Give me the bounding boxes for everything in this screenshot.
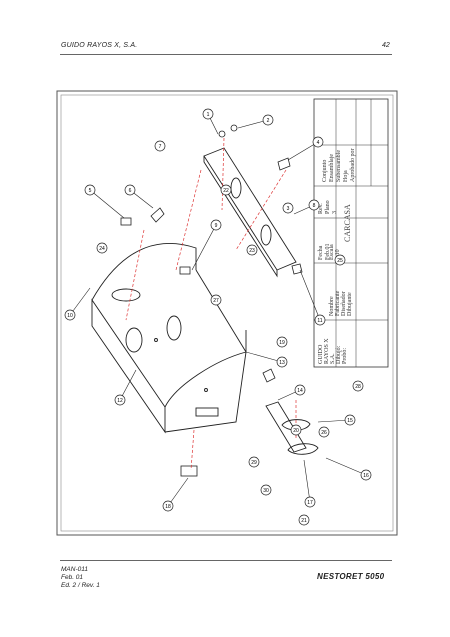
product-name: NESTORET 5050 xyxy=(317,572,385,581)
title-block-text: Plano xyxy=(325,200,331,214)
callout-balloon xyxy=(124,184,136,196)
assembly-lines xyxy=(125,137,297,471)
callout-balloon xyxy=(304,496,316,508)
callout-number: 15 xyxy=(347,418,353,424)
callout-balloon xyxy=(162,500,174,512)
title-block-text: Aprobado por xyxy=(350,149,356,183)
callout-balloon xyxy=(314,314,326,326)
part-name: CARCASA xyxy=(343,204,352,242)
title-block-text: Fecha xyxy=(318,245,324,260)
leader-lines xyxy=(69,113,367,507)
company-name: GUIDO RAYOS X, S.A. xyxy=(61,42,138,49)
title-block-text: GUIDO xyxy=(318,344,324,364)
callout-number: 26 xyxy=(321,430,327,436)
callout-balloon xyxy=(334,254,346,266)
callout-balloon xyxy=(210,294,222,306)
title-block-text: S.A. xyxy=(330,353,336,364)
callout-number: 2 xyxy=(267,118,270,124)
callout-number: 3 xyxy=(287,206,290,212)
callout-balloon xyxy=(318,426,330,438)
callout-number: 10 xyxy=(67,313,73,319)
callout-balloon xyxy=(64,309,76,321)
housing-part xyxy=(91,243,247,434)
callout-number: 8 xyxy=(313,203,316,209)
title-block-text: Fabricante xyxy=(335,290,341,316)
top-plate-part xyxy=(203,147,297,278)
title-block-text: Ensamblaje xyxy=(329,154,335,182)
callout-number: 6 xyxy=(129,188,132,194)
callout-number: 21 xyxy=(301,518,307,524)
callout-balloon xyxy=(220,184,232,196)
callout-balloon xyxy=(84,184,96,196)
callout-balloon xyxy=(308,199,320,211)
title-block-text: 1:10 xyxy=(335,249,341,260)
callout-number: 1 xyxy=(207,112,210,118)
title-block-text: Hoja xyxy=(343,170,349,182)
title-block-text: Probó: xyxy=(342,348,348,364)
header-rule xyxy=(60,54,392,55)
callout-number: 30 xyxy=(263,488,269,494)
callout-number: 25 xyxy=(337,258,343,264)
title-block-text: Diseñador xyxy=(341,291,347,316)
callout-balloon xyxy=(260,484,272,496)
title-block-text: Escala xyxy=(329,244,335,260)
callout-balloon xyxy=(246,244,258,256)
title-block-text: Feb.01 xyxy=(325,244,331,261)
callout-number: 23 xyxy=(249,248,255,254)
callout-number: 9 xyxy=(215,223,218,229)
side-plate-part xyxy=(265,401,319,455)
callout-number: 22 xyxy=(223,188,229,194)
callout-number: 28 xyxy=(355,384,361,390)
callout-number: 7 xyxy=(159,144,162,150)
callout-balloon xyxy=(294,384,306,396)
callout-number: 17 xyxy=(307,500,313,506)
title-block-text: RAYOS X xyxy=(324,338,330,364)
title-block-text: Conjunto xyxy=(322,160,328,182)
small-parts xyxy=(120,124,303,477)
callout-number: 14 xyxy=(297,388,303,394)
callout-balloon xyxy=(352,380,364,392)
callout-balloon xyxy=(248,456,260,468)
callout-balloon xyxy=(262,114,274,126)
callout-balloon xyxy=(276,356,288,368)
callout-number: 13 xyxy=(279,360,285,366)
callout-balloon xyxy=(344,414,356,426)
callout-number: 24 xyxy=(99,246,105,252)
callout-number: 12 xyxy=(117,398,123,404)
callout-balloon xyxy=(210,219,222,231)
callout-balloon xyxy=(276,336,288,348)
doc-edition: Ed. 2 / Rev. 1 xyxy=(61,582,100,589)
callout-balloon xyxy=(202,108,214,120)
callout-balloon xyxy=(114,394,126,406)
callout-number: 4 xyxy=(317,140,320,146)
title-block-text: Dibujante xyxy=(347,292,353,316)
footer-rule xyxy=(60,560,392,561)
title-block-text: Subensamble xyxy=(336,150,342,182)
callout-number: 19 xyxy=(279,340,285,346)
doc-date: Feb. 01 xyxy=(61,574,84,581)
callout-balloon xyxy=(360,469,372,481)
title-block-text: 3 xyxy=(332,211,338,214)
callout-balloon xyxy=(298,514,310,526)
callout-balloon xyxy=(312,136,324,148)
callout-number: 5 xyxy=(89,188,92,194)
title-block-text: Rev. xyxy=(318,203,324,214)
doc-code: MAN-011 xyxy=(61,566,88,573)
callout-number: 20 xyxy=(293,428,299,434)
callout-balloon xyxy=(154,140,166,152)
page-number: 42 xyxy=(382,42,390,49)
callout-balloon xyxy=(290,424,302,436)
title-block-text: Dibujó: xyxy=(336,345,342,364)
callout-number: 18 xyxy=(165,504,171,510)
title-block-text: Nombre xyxy=(329,296,335,316)
callout-balloon xyxy=(282,202,294,214)
callout-number: 29 xyxy=(251,460,257,466)
callout-balloon xyxy=(96,242,108,254)
callout-number: 27 xyxy=(213,298,219,304)
callout-number: 11 xyxy=(317,318,322,324)
callout-number: 16 xyxy=(363,473,369,479)
